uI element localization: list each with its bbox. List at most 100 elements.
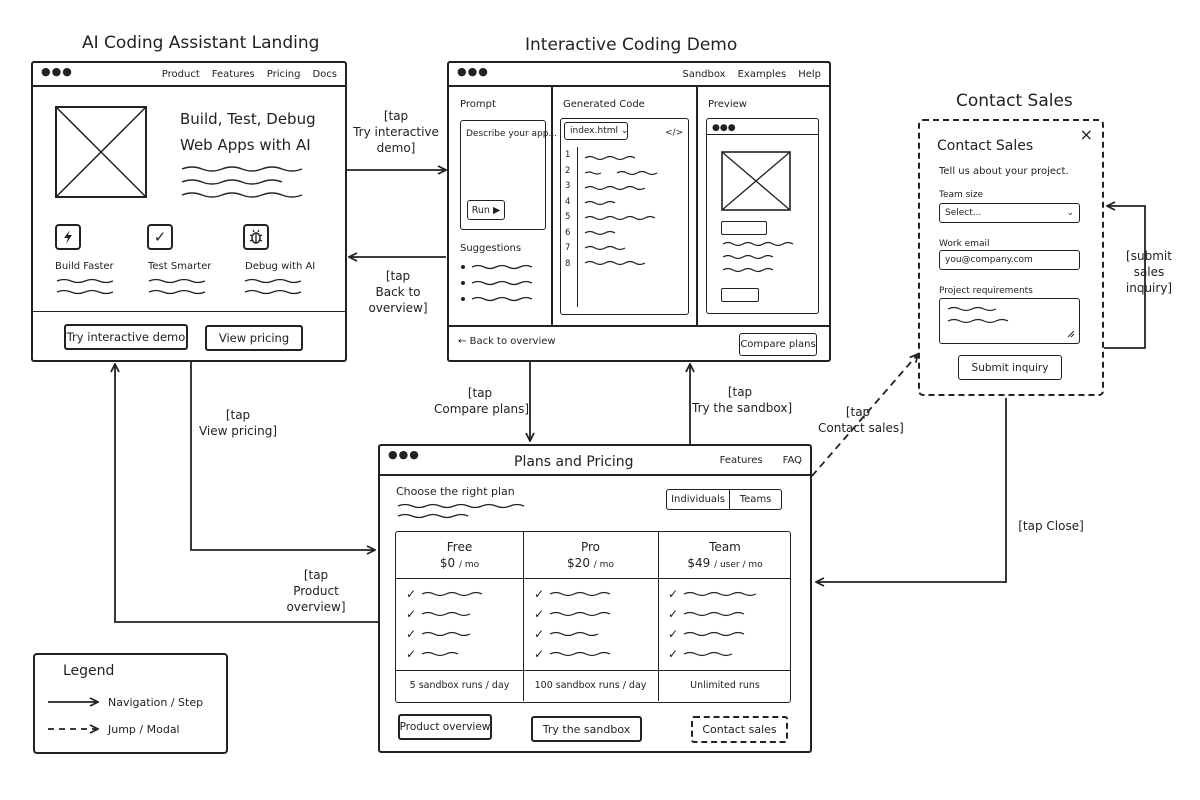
hero-text-scribble: [181, 166, 303, 198]
team-size-label: Team size: [939, 190, 984, 200]
edge-label-line: overview]: [286, 600, 346, 614]
plan-footer-divider: [396, 670, 790, 671]
submit-inquiry-button[interactable]: Submit inquiry: [958, 355, 1062, 380]
demo-window: ●●● Sandbox Examples Help Prompt Describ…: [447, 61, 831, 362]
svg-text:✓: ✓: [406, 647, 416, 661]
nav-pricing[interactable]: Pricing: [266, 69, 301, 80]
window-dots-icon: ●●●: [41, 65, 73, 78]
email-placeholder: you@company.com: [945, 255, 1033, 265]
preview-text-scribble: [722, 241, 794, 273]
svg-text:✓: ✓: [406, 587, 416, 601]
edge-label-line: Contact sales]: [818, 421, 904, 435]
back-to-overview-link[interactable]: ← Back to overview: [458, 334, 556, 350]
code-scribble: [584, 155, 658, 266]
contact-sales-button[interactable]: Contact sales: [691, 716, 788, 743]
preview-image-placeholder-icon: [721, 151, 791, 211]
edge-label-line: [submit: [1126, 249, 1172, 263]
plan-free-header: Free $0 / mo: [396, 539, 523, 573]
nav-divider: [449, 85, 829, 87]
line-number: 1: [565, 150, 571, 160]
edge-label-line: overview]: [368, 301, 428, 315]
line-number: 2: [565, 165, 571, 176]
nav-examples[interactable]: Examples: [737, 69, 787, 80]
line-number: 7: [565, 243, 571, 253]
legend-dashed-label: Jump / Modal: [108, 723, 180, 736]
bug-icon: [243, 224, 269, 250]
nav-product[interactable]: Product: [161, 69, 200, 80]
window-dots-icon: ●●●: [457, 65, 489, 78]
nav-faq[interactable]: FAQ: [782, 455, 802, 466]
panel-divider-1: [551, 85, 553, 325]
plan-team-header: Team $49 / user / mo: [658, 539, 792, 573]
svg-text:✓: ✓: [534, 647, 544, 661]
edge-label-line: Product: [293, 584, 339, 598]
try-demo-button[interactable]: Try interactive demo: [64, 324, 188, 350]
plan-features-scribble: ✓✓✓✓ ✓✓✓✓ ✓✓✓✓: [406, 587, 757, 661]
svg-text:✓: ✓: [668, 587, 678, 601]
close-icon[interactable]: ×: [1079, 125, 1093, 144]
plan-pro-header: Pro $20 / mo: [523, 539, 658, 573]
nav-features[interactable]: Features: [211, 69, 255, 80]
plan-unit: / mo: [593, 560, 614, 570]
line-number: 6: [565, 227, 571, 238]
plan-free-limit: 5 sandbox runs / day: [409, 680, 510, 691]
edge-label-line: demo]: [376, 141, 416, 155]
line-number: 5: [565, 212, 571, 222]
contact-heading: Contact Sales: [956, 91, 1073, 111]
arrow-contact-to-pricing: [816, 398, 1007, 582]
edge-label-line: [tap: [385, 269, 411, 283]
edge-label-line: Try interactive: [353, 125, 439, 139]
plan-name: Pro: [580, 540, 601, 554]
try-sandbox-button[interactable]: Try the sandbox: [531, 716, 642, 742]
legend-title: Legend: [63, 663, 115, 679]
product-overview-button[interactable]: Product overview: [398, 714, 492, 740]
demo-nav: Sandbox Examples Help: [682, 69, 821, 80]
edge-label-line: [tap: [225, 408, 251, 422]
arrow-contact-submit-loop: [1104, 206, 1146, 349]
edge-label-try-sandbox: [tap Try the sandbox]: [692, 384, 793, 416]
plans-table: Free $0 / mo Pro $20 / mo Team $49 / use…: [395, 531, 791, 703]
chevron-down-icon: ⌄: [620, 126, 629, 136]
email-input[interactable]: you@company.com: [939, 250, 1080, 270]
edge-label-line: Compare plans]: [434, 402, 530, 416]
line-number: 4: [565, 196, 571, 207]
nav-features[interactable]: Features: [719, 455, 763, 466]
legend-box: Legend Navigation / Step Jump / Modal: [33, 653, 228, 754]
run-button[interactable]: Run ▶: [467, 200, 505, 220]
view-pricing-button[interactable]: View pricing: [205, 325, 303, 351]
svg-text:✓: ✓: [534, 587, 544, 601]
requirements-textarea[interactable]: [939, 298, 1080, 344]
toggle-teams[interactable]: Teams: [739, 494, 772, 505]
line-number: 8: [565, 258, 571, 269]
compare-plans-button[interactable]: Compare plans: [739, 333, 817, 356]
edge-label-compare-plans: [tap Compare plans]: [434, 385, 530, 417]
nav-help[interactable]: Help: [798, 69, 821, 80]
nav-sandbox[interactable]: Sandbox: [682, 69, 726, 80]
plan-unit: / user / mo: [714, 560, 763, 570]
panel-divider-2: [696, 85, 698, 325]
chevron-down-icon: ⌄: [1066, 208, 1074, 218]
plan-price: $0: [439, 556, 456, 570]
edge-label-line: Try the sandbox]: [692, 401, 793, 415]
code-brackets-icon: </>: [665, 128, 684, 138]
subtitle-scribble: [397, 503, 525, 519]
prompt-title: Prompt: [460, 99, 496, 110]
team-size-select[interactable]: Select... ⌄: [939, 203, 1080, 223]
nav-docs[interactable]: Docs: [312, 69, 337, 80]
prompt-textarea[interactable]: Describe your app... Run ▶: [460, 120, 557, 230]
toggle-individuals[interactable]: Individuals: [667, 490, 731, 509]
email-label: Work email: [939, 239, 990, 249]
edge-label-line: [tap: [467, 386, 493, 400]
back-label: Back to overview: [469, 336, 556, 347]
preview-button-placeholder: [721, 288, 759, 302]
nav-divider: [380, 474, 810, 476]
arrow-pricing-to-contact: [811, 354, 918, 477]
suggestion-list-scribble: [461, 264, 533, 302]
arrow-left-icon: ←: [458, 336, 467, 347]
plan-unit: / mo: [458, 560, 480, 570]
modal-title: Contact Sales: [937, 138, 1034, 154]
file-select[interactable]: index.html ⌄: [564, 122, 628, 140]
edge-label-tap-close: [tap Close]: [1016, 518, 1086, 534]
